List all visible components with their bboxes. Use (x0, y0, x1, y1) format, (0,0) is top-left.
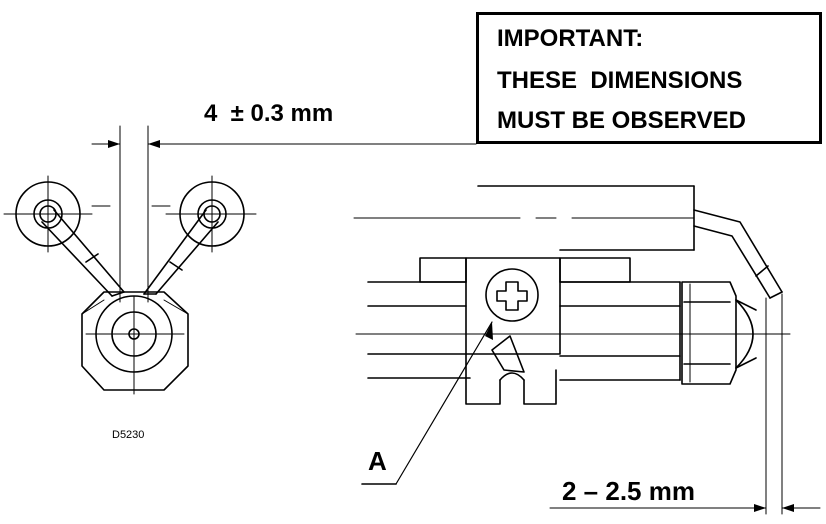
note-line-3: MUST BE OBSERVED (497, 107, 746, 134)
electrode-side-view (353, 185, 821, 515)
electrode-front-view (3, 125, 477, 395)
tip-distance-dimension: 2 – 2.5 mm (562, 476, 695, 506)
important-note-box: IMPORTANT: THESE DIMENSIONS MUST BE OBSE… (476, 12, 822, 144)
note-line-1: IMPORTANT: (497, 25, 644, 52)
callout-label-a: A (368, 446, 387, 476)
drawing-code: D5230 (112, 429, 145, 441)
note-line-2: THESE DIMENSIONS (497, 67, 743, 94)
electrode-gap-dimension: 4 ± 0.3 mm (204, 100, 334, 127)
